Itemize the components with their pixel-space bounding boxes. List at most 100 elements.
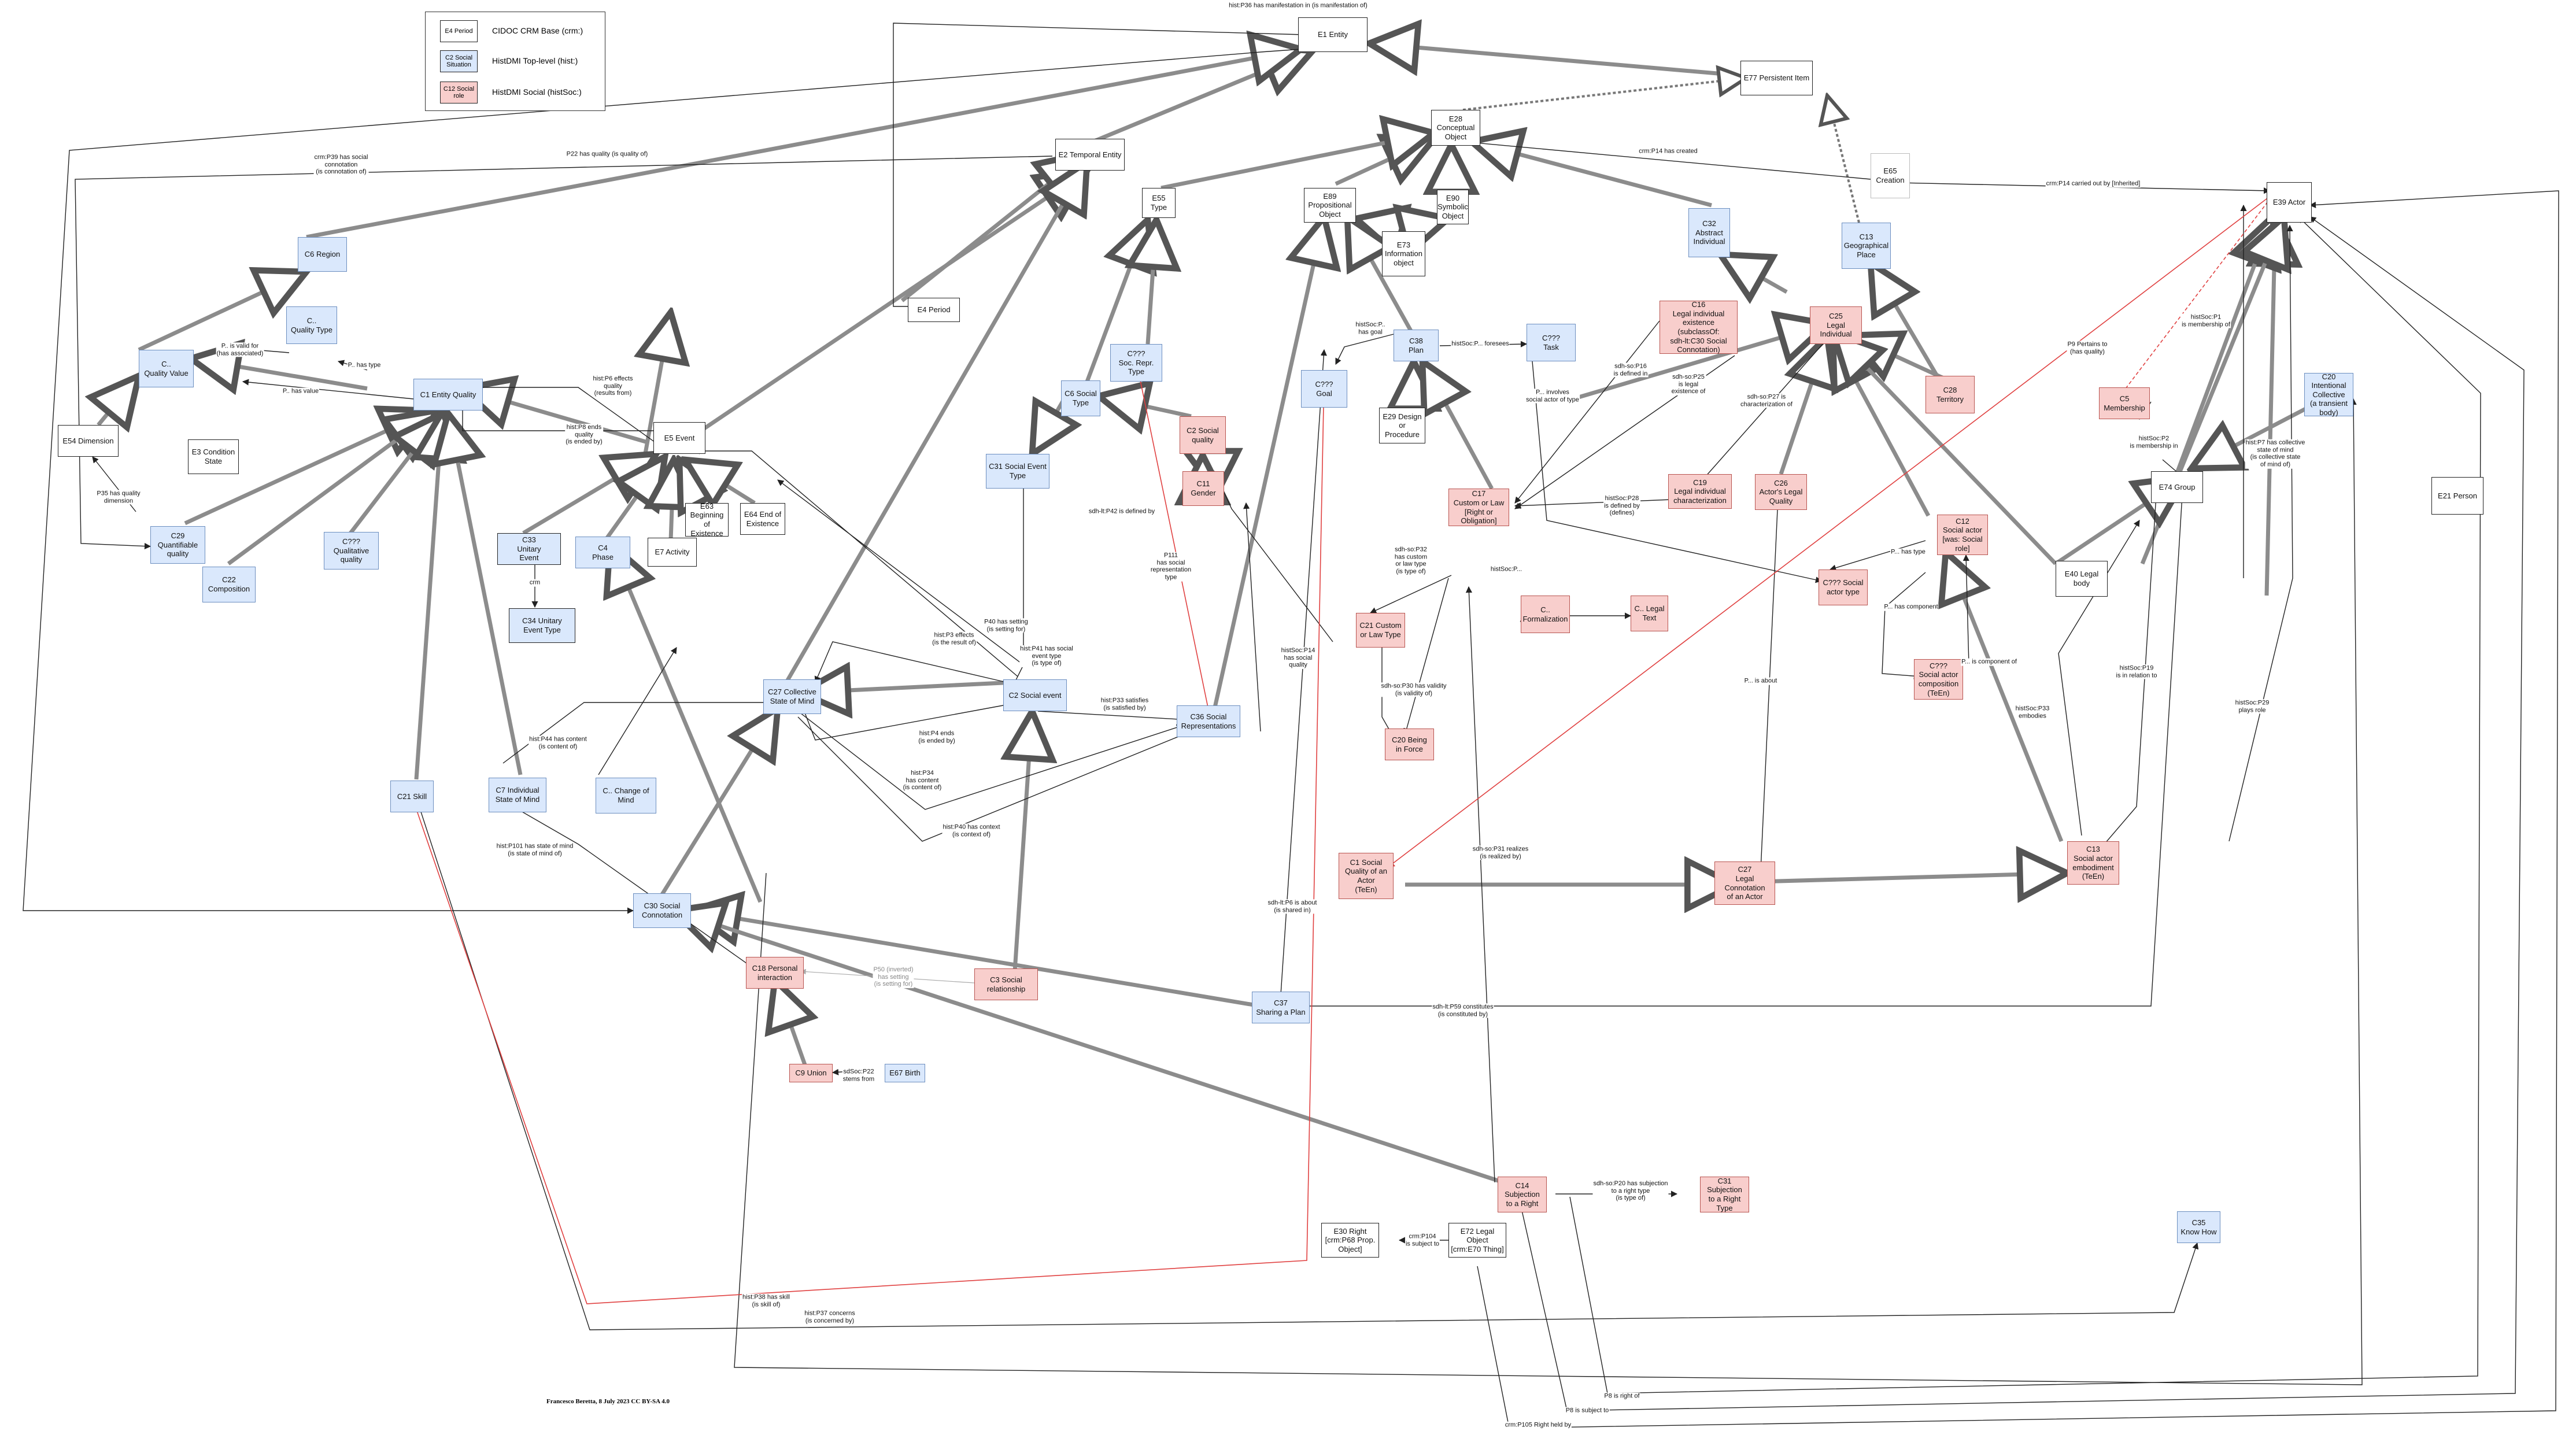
node-c777-social-actor-type[interactable]: C??? Social actor type bbox=[1819, 570, 1868, 605]
node-c31-social-event-type[interactable]: C31 Social Event Type bbox=[986, 454, 1049, 489]
node-c13-social-actor-embodiment[interactable]: C13 Social actor embodiment (TeEn) bbox=[2067, 841, 2119, 885]
edge-c36-e89 bbox=[1212, 217, 1324, 711]
label-p3-effects: hist:P3 effects (is the result of) bbox=[932, 631, 977, 646]
node-c777-task[interactable]: C??? Task bbox=[1527, 324, 1576, 361]
node-c26-actors-legal-quality[interactable]: C26 Actor's Legal Quality bbox=[1755, 474, 1807, 510]
node-c777-social-actor-composition[interactable]: C??? Social actor composition (TeEn) bbox=[1914, 659, 1963, 700]
edge-e2-e1 bbox=[1092, 51, 1313, 144]
node-e7-activity[interactable]: E7 Activity bbox=[648, 538, 697, 567]
node-change-of-mind[interactable]: C.. Change of Mind bbox=[596, 778, 656, 814]
node-c5-membership[interactable]: C5 Membership bbox=[2099, 387, 2150, 419]
node-c19-legal-individual-characterization[interactable]: C19 Legal individual characterization bbox=[1668, 474, 1732, 509]
node-c3-social-relationship[interactable]: C3 Social relationship bbox=[974, 968, 1038, 1000]
node-e55-type[interactable]: E55 Type bbox=[1142, 188, 1176, 218]
node-c18-personal-interaction[interactable]: C18 Personal interaction bbox=[746, 957, 804, 989]
edge-e55-e28 bbox=[1161, 133, 1434, 190]
node-c28-territory[interactable]: C28 Territory bbox=[1925, 376, 1975, 413]
node-c13-geographical-place[interactable]: C13 Geographical Place bbox=[1842, 223, 1891, 269]
node-e5-event[interactable]: E5 Event bbox=[653, 422, 705, 454]
node-c27-legal-connotation[interactable]: C27 Legal Connotation of an Actor bbox=[1714, 861, 1775, 905]
node-c9-union[interactable]: C9 Union bbox=[789, 1064, 833, 1082]
node-quality-type[interactable]: C.. Quality Type bbox=[286, 306, 337, 344]
node-c6-social-type[interactable]: C6 Social Type bbox=[1061, 380, 1100, 416]
node-e28-conceptual-object[interactable]: E28 Conceptual Object bbox=[1431, 110, 1480, 146]
node-c2-social-quality[interactable]: C2 Social quality bbox=[1180, 416, 1226, 454]
edge-e5-e4 bbox=[645, 312, 671, 457]
node-c16-legal-individual-existence[interactable]: C16 Legal individual existence (subclass… bbox=[1660, 300, 1738, 354]
edge-e77-e1 bbox=[1369, 43, 1738, 77]
node-e73-information-object[interactable]: E73 Information object bbox=[1382, 231, 1425, 276]
node-e74-group[interactable]: E74 Group bbox=[2151, 471, 2203, 503]
node-c12-social-actor[interactable]: C12 Social actor [was: Social role] bbox=[1937, 515, 1988, 555]
node-c20-intentional-collective[interactable]: C20 Intentional Collective (a transient … bbox=[2304, 372, 2353, 417]
node-c27-collective-state-of-mind[interactable]: C27 Collective State of Mind bbox=[763, 679, 821, 714]
node-c32-abstract-individual[interactable]: C32 Abstract Individual bbox=[1688, 208, 1730, 257]
label-p42: sdh-lt:P42 is defined by bbox=[1088, 508, 1156, 516]
node-c36-social-representations[interactable]: C36 Social Representations bbox=[1177, 705, 1240, 737]
node-c2-social-event[interactable]: C2 Social event bbox=[1003, 679, 1067, 711]
node-e1-entity[interactable]: E1 Entity bbox=[1298, 17, 1368, 52]
node-legal-text[interactable]: C.. Legal Text bbox=[1631, 596, 1668, 631]
node-e67-birth[interactable]: E67 Birth bbox=[885, 1064, 925, 1082]
node-e77-persistent-item[interactable]: E77 Persistent Item bbox=[1740, 61, 1813, 95]
node-c37-sharing-a-plan[interactable]: C37 Sharing a Plan bbox=[1252, 992, 1310, 1023]
node-e40-legal-body[interactable]: E40 Legal body bbox=[2056, 561, 2108, 597]
node-c777-qualitative-quality[interactable]: C??? Qualitative quality bbox=[324, 532, 379, 570]
node-c777-soc-repr-type[interactable]: C??? Soc. Repr. Type bbox=[1110, 344, 1162, 382]
node-c34-unitary-event-type[interactable]: C34 Unitary Event Type bbox=[509, 608, 575, 643]
edge-c6-e1 bbox=[306, 49, 1301, 239]
label-p104: crm:P104 is subject to bbox=[1405, 1233, 1440, 1248]
node-e2-temporal-entity[interactable]: E2 Temporal Entity bbox=[1055, 139, 1125, 171]
label-has-component: P... has component bbox=[1883, 603, 1939, 611]
node-c25-legal-individual[interactable]: C25 Legal Individual bbox=[1810, 306, 1862, 344]
node-c22-composition[interactable]: C22 Composition bbox=[202, 567, 256, 602]
label-p27: sdh-so:P27 is characterization of bbox=[1740, 393, 1793, 408]
label-p41: hist:P41 has social event type (is type … bbox=[1019, 645, 1074, 667]
node-c1-social-quality-of-an-actor[interactable]: C1 Social Quality of an Actor (TeEn) bbox=[1339, 853, 1394, 899]
edge-e4-e2 bbox=[900, 153, 1087, 302]
label-p50: P50 (inverted) has setting (is setting f… bbox=[873, 966, 914, 988]
node-c6-region[interactable]: C6 Region bbox=[298, 237, 347, 272]
label-has-type-2: P... has type bbox=[1890, 548, 1926, 556]
node-formalization[interactable]: C.. Formalization bbox=[1521, 596, 1570, 633]
node-quality-value[interactable]: C.. Quality Value bbox=[139, 350, 194, 387]
legend-soc-sample: C12 Social role bbox=[440, 82, 478, 103]
label-p16: sdh-so:P16 is defined in bbox=[1613, 363, 1649, 378]
edge-c14-c30-a bbox=[674, 911, 1505, 1185]
node-e89-propositional-object[interactable]: E89 Propositional Object bbox=[1304, 188, 1356, 223]
node-e39-actor[interactable]: E39 Actor bbox=[2267, 182, 2312, 223]
label-p6-shared: sdh-lt:P6 is about (is shared in) bbox=[1267, 899, 1318, 914]
node-c14-subjection-to-a-right[interactable]: C14 Subjection to a Right bbox=[1498, 1177, 1547, 1212]
node-c21-skill[interactable]: C21 Skill bbox=[390, 781, 434, 812]
node-e90-symbolic-object[interactable]: E90 Symbolic Object bbox=[1437, 190, 1469, 224]
node-e30-right[interactable]: E30 Right [crm:P68 Prop. Object] bbox=[1321, 1223, 1379, 1258]
node-c1-entity-quality[interactable]: C1 Entity Quality bbox=[413, 379, 483, 411]
node-c35-know-how[interactable]: C35 Know How bbox=[2177, 1211, 2220, 1243]
node-c11-gender[interactable]: C11 Gender bbox=[1182, 471, 1224, 506]
node-c38-plan[interactable]: C38 Plan bbox=[1394, 330, 1439, 361]
node-c29-quantifiable-quality[interactable]: C29 Quantifiable quality bbox=[150, 526, 205, 564]
label-involves: P... involves social actor of type bbox=[1525, 389, 1580, 404]
node-e4-period[interactable]: E4 Period bbox=[908, 298, 960, 322]
node-e72-legal-object[interactable]: E72 Legal Object [crm:E70 Thing] bbox=[1448, 1223, 1506, 1258]
node-c777-goal[interactable]: C??? Goal bbox=[1301, 370, 1347, 408]
node-e63-beginning-of-existence[interactable]: E63 Beginning of Existence bbox=[685, 502, 729, 538]
node-c7-individual-state-of-mind[interactable]: C7 Individual State of Mind bbox=[489, 778, 546, 812]
node-c31-subjection-to-a-right-type[interactable]: C31 Subjection to a Right Type bbox=[1700, 1177, 1749, 1212]
node-c4-phase[interactable]: C4 Phase bbox=[575, 537, 630, 568]
node-e54-dimension[interactable]: E54 Dimension bbox=[58, 425, 119, 457]
node-e64-end-of-existence[interactable]: E64 End of Existence bbox=[740, 503, 785, 535]
node-c33-unitary-event[interactable]: C33 Unitary Event bbox=[497, 533, 561, 565]
edge-c28-c25 bbox=[1850, 335, 1950, 380]
node-e21-person[interactable]: E21 Person bbox=[2431, 477, 2483, 515]
node-e3-condition-state[interactable]: E3 Condition State bbox=[188, 439, 239, 474]
node-c30-social-connotation[interactable]: C30 Social Connotation bbox=[633, 893, 691, 928]
node-e65-creation[interactable]: E65 Creation bbox=[1871, 153, 1910, 198]
edge-c21-c1eq bbox=[416, 412, 442, 780]
node-c20-being-in-force[interactable]: C20 Being in Force bbox=[1385, 729, 1434, 760]
label-p29: histSoc:P29 plays role bbox=[2234, 699, 2270, 714]
node-c17-custom-or-law[interactable]: C17 Custom or Law [Right or Obligation] bbox=[1448, 489, 1509, 526]
node-c21-custom-or-law-type[interactable]: C21 Custom or Law Type bbox=[1356, 613, 1405, 648]
node-e29-design-or-procedure[interactable]: E29 Design or Procedure bbox=[1379, 408, 1425, 443]
